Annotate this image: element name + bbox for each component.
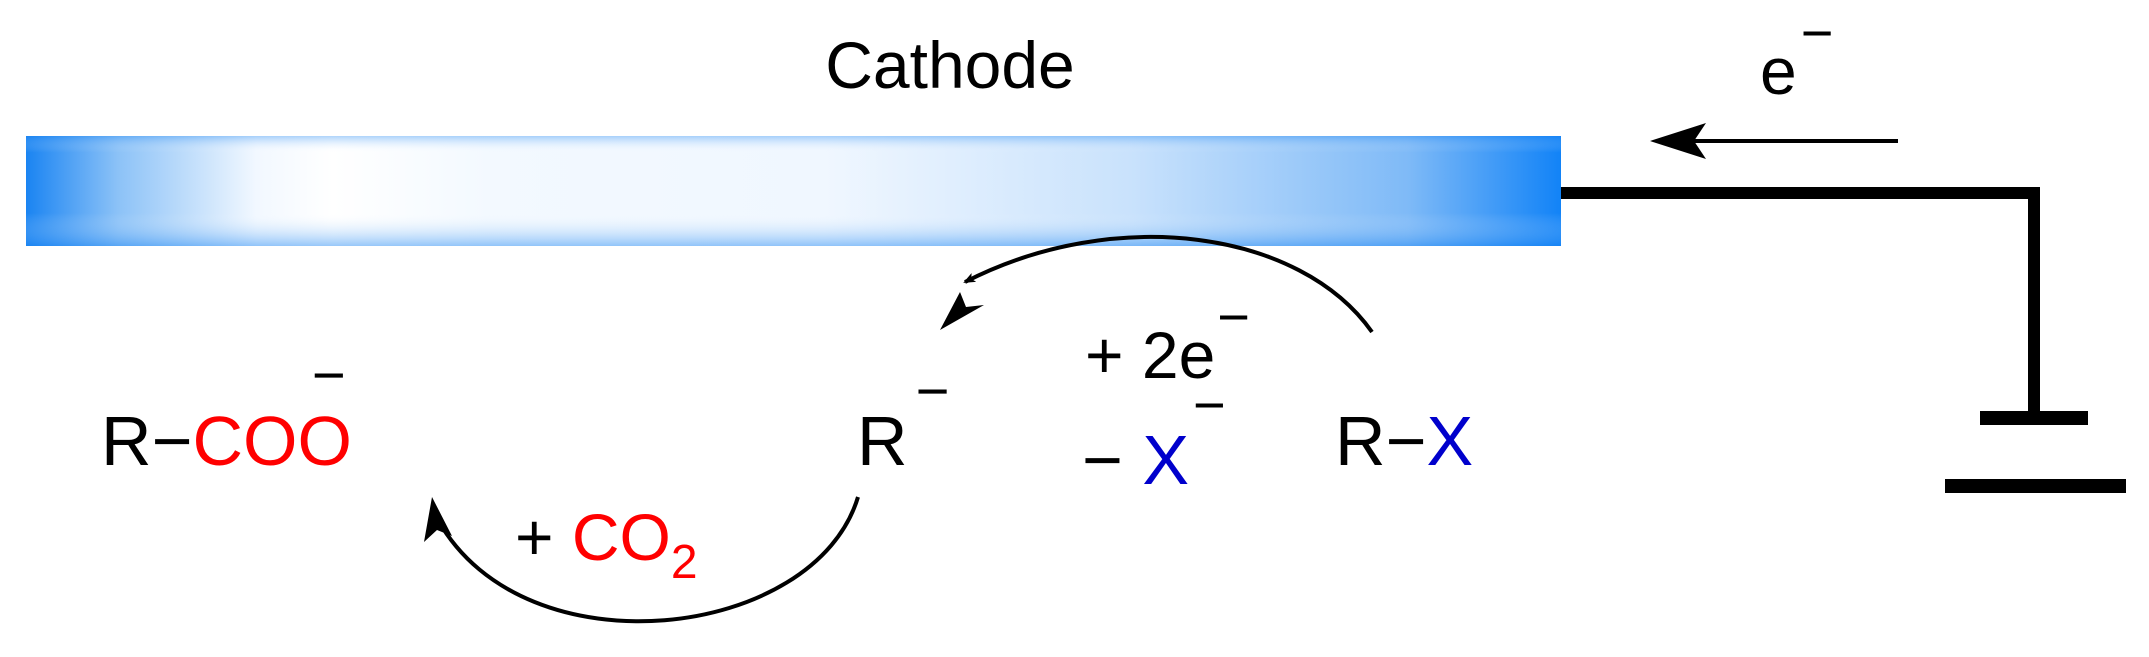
carboxylation-curved-arrow bbox=[436, 496, 860, 624]
reduction-electron-gain: + 2e− bbox=[1085, 285, 1250, 392]
carboxylation-reagent: + CO2 bbox=[515, 500, 698, 589]
reactant-r-x: R−X bbox=[1335, 402, 1473, 480]
external-circuit-wire bbox=[1561, 187, 2040, 418]
product-carboxylate: R−COO− bbox=[101, 343, 352, 480]
ground-symbol-icon bbox=[1945, 411, 2126, 493]
reduction-arrow-head-icon bbox=[940, 292, 984, 330]
electron-flow-arrow bbox=[1650, 123, 1898, 159]
cathode-label: Cathode bbox=[825, 28, 1075, 102]
reduction-curved-arrow bbox=[963, 234, 1374, 334]
carbanion-r: R− bbox=[857, 359, 949, 480]
carboxylation-arrow-head-icon bbox=[424, 497, 452, 542]
reduction-halide-loss: − X− bbox=[1082, 373, 1226, 499]
electron-flow-label: e− bbox=[1760, 1, 1833, 108]
cathode-electrode bbox=[26, 136, 1561, 246]
